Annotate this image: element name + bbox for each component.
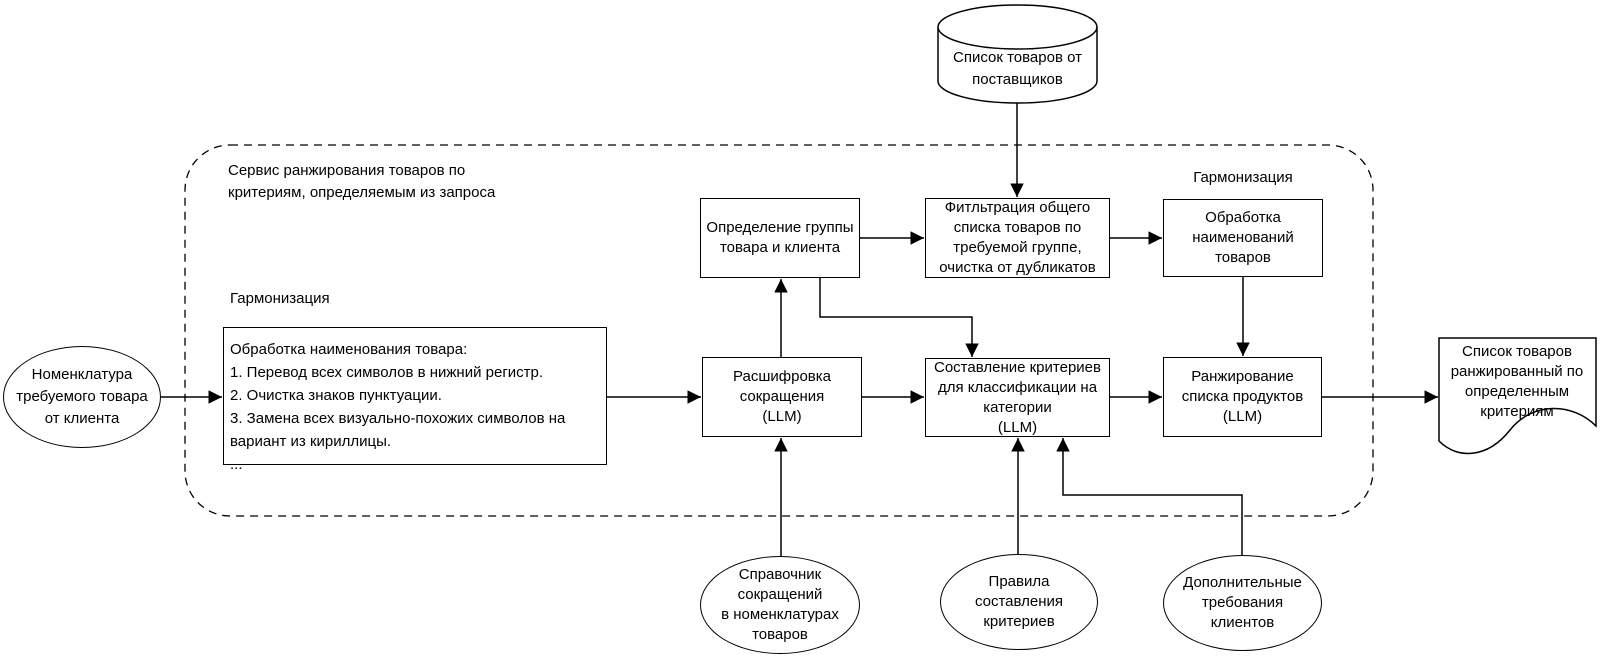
node-criteria-rules: Правила составления критериев — [940, 554, 1098, 650]
node-abbreviation-decoding: Расшифровка сокращения (LLM) — [702, 357, 862, 437]
service-boundary-label: Сервис ранжирования товаров по критериям… — [228, 162, 496, 201]
node-name-processing: Обработка наименования товара: 1. Перево… — [223, 327, 607, 473]
node-abbreviations-dictionary: Справочник сокращений в номенклатурах то… — [700, 556, 860, 654]
ranked-list-document-shape — [1438, 337, 1597, 455]
service-boundary — [184, 144, 1374, 517]
ranked-list-label: Список товаров ранжированный по определе… — [1450, 343, 1584, 420]
node-group-detection: Определение группы товара и клиента — [700, 198, 860, 278]
node-product-names-processing: Обработка наименований товаров — [1163, 199, 1323, 277]
supplier-db-label: Список товаров от поставщиков — [953, 49, 1082, 88]
node-criteria-composition: Составление критериев для классификации … — [925, 358, 1110, 437]
arrow-additional-requirements-to-criteria — [1056, 438, 1243, 555]
node-filtering: Фитльтрация общего списка товаров по тре… — [925, 198, 1110, 278]
node-ranking: Ранжирование списка продуктов (LLM) — [1163, 357, 1322, 437]
node-client-nomenclature: Номенклатура требуемого товара от клиент… — [3, 346, 161, 448]
harmonization-label-left: Гармонизация — [230, 290, 330, 307]
node-additional-requirements: Дополнительные требования клиентов — [1163, 555, 1322, 651]
harmonization-label-right: Гармонизация — [1193, 169, 1293, 186]
arrow-group-detection-to-criteria — [819, 278, 979, 357]
supplier-db-cylinder-top — [937, 4, 1098, 50]
